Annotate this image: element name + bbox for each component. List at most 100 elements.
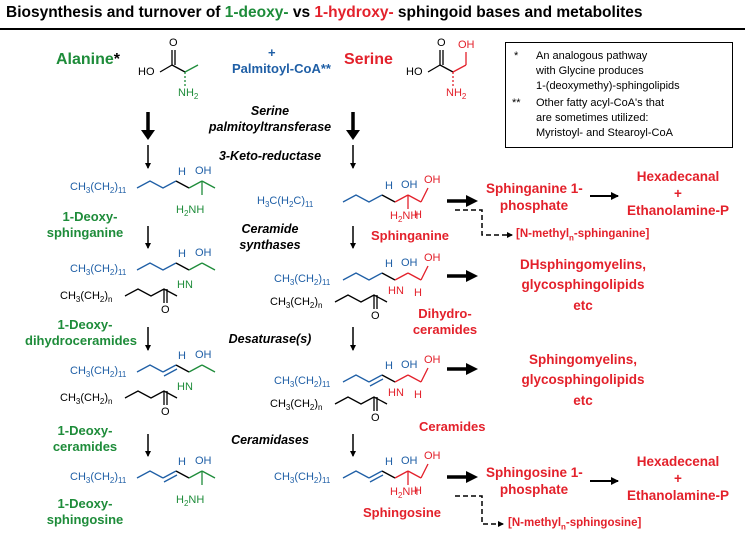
n-methyl-so-n: n: [561, 522, 566, 532]
enzyme-keto-reductase: 3-Keto-reductase: [218, 149, 322, 163]
deoxyceramide-name-1: 1-Deoxy-: [57, 423, 113, 438]
cer-acyl-ch: CH: [270, 398, 286, 410]
cer-acyl-n: n: [318, 403, 323, 413]
dh-chain-ch: CH: [274, 273, 290, 285]
title-text-1: Biosynthesis and turnover of: [6, 4, 225, 21]
alanine-ho: HO: [138, 66, 155, 78]
plus-sign-2: +: [674, 471, 682, 486]
enzyme-spt-line1: Serine: [250, 104, 290, 118]
sa-oh: OH: [401, 179, 418, 191]
deoxysphingosine-name-2: sphingosine: [46, 512, 124, 527]
legend-line-5: are sometimes utilized:: [536, 112, 649, 124]
title-hydroxy: 1-hydroxy-: [314, 4, 394, 21]
dh-oh-red: OH: [424, 252, 441, 264]
deoxysa-oh: OH: [195, 165, 212, 177]
cer-chain-mid: (CH: [294, 375, 314, 387]
title-deoxy: 1-deoxy-: [224, 4, 289, 21]
cer-acyl-end: ): [314, 398, 319, 410]
sphingosine-name: Sphingosine: [363, 505, 441, 520]
deoxycer-chain-n: 11: [118, 370, 127, 380]
alanine-label: Alanine*: [56, 51, 120, 69]
dh-acyl-mid: (CH: [290, 296, 310, 308]
sa-h2n-h: H: [390, 210, 398, 222]
hexadecenal: Hexadecenal: [636, 454, 720, 469]
dh-chain-sub2: 2: [313, 278, 319, 288]
deoxydh-hn: HN: [177, 279, 193, 291]
sphinganine-structure: [342, 187, 429, 209]
legend-mark-2: **: [512, 97, 521, 109]
sa-chain-mid: C(H: [269, 195, 289, 207]
so-chain-n: 11: [322, 476, 331, 486]
deoxyso-chain-n: 11: [118, 476, 127, 486]
deoxyso-h: H: [178, 456, 186, 468]
deoxydh-acyl-end: ): [104, 290, 109, 302]
dihydroceramide-name-2: ceramides: [412, 322, 478, 337]
spt-arrows: [141, 112, 360, 140]
deoxyso-chain-sub2: 2: [109, 476, 115, 486]
alanine-nh2: NH2: [178, 87, 198, 101]
sphinganine-1-phosphate-2: phosphate: [499, 198, 569, 213]
cer-chain-sub3: 3: [289, 380, 295, 390]
alanine-star: *: [113, 51, 121, 68]
n-methyl-sphinganine: [N-methyln-sphinganine]: [516, 228, 649, 242]
so-oh-red: OH: [424, 450, 441, 462]
deoxysa-h: H: [178, 166, 186, 178]
etc-1: etc: [573, 298, 593, 313]
so-chain-sub3: 3: [289, 476, 295, 486]
deoxydihydroceramide-structure: [124, 262, 216, 303]
legend-line-1: An analogous pathway: [536, 50, 648, 62]
cer-acyl-mid: (CH: [290, 398, 310, 410]
ceramides-name: Ceramides: [419, 419, 486, 434]
deoxycer-acyl-n: n: [108, 397, 113, 407]
legend-line-3: 1-(deoxymethy)-sphingolipids: [536, 80, 680, 92]
plus-sign: +: [268, 45, 276, 60]
deoxysa-chain-sub2: 2: [109, 186, 115, 196]
deoxydh-chain-n: 11: [118, 268, 127, 278]
palmitoyl-coa-label: Palmitoyl-CoA**: [232, 61, 331, 76]
sphingosine-structure: [342, 463, 429, 485]
sa-h2n: H2NH: [390, 210, 418, 224]
n-methyl-so-b: -sphingosine]: [565, 517, 642, 529]
dh-acyl-sub3: 3: [285, 301, 291, 311]
cer-acyl-sub3: 3: [285, 403, 291, 413]
cer-chain: CH3(CH2)11: [274, 375, 330, 389]
dh-h-red: H: [414, 287, 422, 299]
enzyme-spt-line2: palmitoyltransferase: [208, 120, 332, 134]
deoxyso-h2n-n: NH: [188, 494, 205, 506]
deoxyso-chain: CH3(CH2)11: [70, 471, 126, 485]
figure-title: Biosynthesis and turnover of 1-deoxy- vs…: [6, 4, 643, 22]
serine-nh2: NH2: [446, 87, 466, 101]
deoxycer-chain-end: ): [114, 365, 119, 377]
deoxyso-chain-ch: CH: [70, 471, 86, 483]
cer-o: O: [371, 412, 380, 424]
deoxydh-acyl-n: n: [108, 295, 113, 305]
sa-chain-h: H: [257, 195, 265, 207]
sa-h2n-sub: 2: [397, 215, 403, 225]
dh-acyl: CH3(CH2)n: [270, 296, 322, 310]
sphingosine-1-phosphate-2: phosphate: [499, 482, 569, 497]
deoxydihydroceramide-name-1: 1-Deoxy-: [57, 317, 113, 332]
serine-o: O: [437, 37, 446, 49]
deoxyceramide-structure: [124, 364, 216, 405]
deoxysa-chain-ch: CH: [70, 181, 86, 193]
deoxycer-chain-sub3: 3: [85, 370, 91, 380]
legend-line-4: Other fatty acyl-CoA's that: [536, 97, 665, 109]
enzyme-cs-line2: synthases: [239, 238, 301, 252]
so-h2n-h: H: [390, 486, 398, 498]
so-h-red: H: [414, 485, 422, 497]
dh-hn: HN: [388, 285, 404, 297]
deoxycer-chain: CH3(CH2)11: [70, 365, 126, 379]
cer-oh: OH: [401, 359, 418, 371]
dh-chain-end: ): [318, 273, 323, 285]
deoxysphinganine-structure: [136, 180, 216, 195]
serine-label: Serine: [344, 51, 393, 68]
deoxydh-chain-mid: (CH: [90, 263, 110, 275]
deoxydh-oh: OH: [195, 247, 212, 259]
glycosphingolipids-1: glycosphingolipids: [521, 277, 645, 292]
deoxysphingosine-name-1: 1-Deoxy-: [57, 496, 113, 511]
dh-acyl-n: n: [318, 301, 323, 311]
deoxyso-chain-sub3: 3: [85, 476, 91, 486]
so-h2n: H2NH: [390, 486, 418, 500]
right-thick-arrows: [447, 195, 478, 483]
cer-acyl: CH3(CH2)n: [270, 398, 322, 412]
